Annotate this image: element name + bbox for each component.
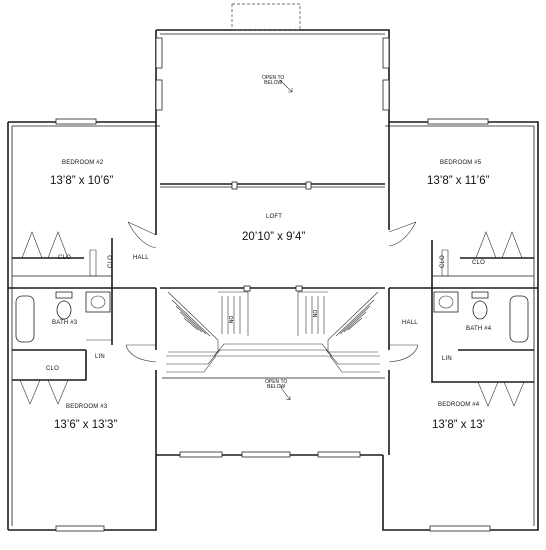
closet-bedroom-5-label: CLO <box>472 260 485 266</box>
bath-4-walls <box>388 288 534 407</box>
closet-bedroom-2-label: CLO <box>58 255 71 261</box>
linen-left-label: LIN <box>95 354 105 360</box>
open-to-below-bottom-line2: BELOW <box>267 384 286 390</box>
bedroom-5-walls <box>388 122 538 289</box>
bay-outline <box>231 3 301 31</box>
loft-rails <box>160 181 385 190</box>
bedroom-2-size: 13’8” x 10’6” <box>50 175 114 187</box>
bedroom-3-name: BEDROOM #3 <box>66 404 108 410</box>
stair-dn-right: DN <box>311 310 317 318</box>
bath-4-name: BATH #4 <box>466 326 492 332</box>
bedroom-5-size: 13’8” x 11’6” <box>427 175 490 187</box>
closet-bedroom-3-label: CLO <box>46 366 59 372</box>
bedroom-2-name: BEDROOM #2 <box>62 160 104 166</box>
stair-dn-left: DN <box>227 316 233 324</box>
windows <box>55 37 491 532</box>
bath-3-name: BATH #3 <box>52 320 78 326</box>
lower-bedroom-walls <box>155 288 390 455</box>
note-arrows <box>279 79 293 401</box>
closet-small-left-label: CLO <box>108 255 114 268</box>
loft-name: LOFT <box>266 214 283 220</box>
bedroom-5-name: BEDROOM #5 <box>440 160 482 166</box>
open-to-below-top-line2: BELOW <box>264 80 283 86</box>
loft-size: 20’10” x 9’4” <box>242 231 306 243</box>
bedroom-2-walls <box>8 122 157 289</box>
open-to-below-top: OPEN TO BELOW <box>262 76 284 86</box>
bedroom-4-size: 13’8” x 13’ <box>432 419 486 431</box>
hall-left-label: HALL <box>133 255 149 261</box>
hall-right-label: HALL <box>402 320 418 326</box>
open-to-below-bottom: OPEN TO BELOW <box>265 380 287 390</box>
bath-3-walls <box>12 288 157 405</box>
open-to-below-bottom-line1: OPEN TO <box>265 379 288 385</box>
open-to-below-top-line1: OPEN TO <box>262 75 285 81</box>
linen-right-label: LIN <box>442 356 452 362</box>
stairwell <box>160 285 385 379</box>
bedroom-3-size: 13’6” x 13’3” <box>54 419 118 431</box>
closet-small-right-label: CLO <box>440 255 446 268</box>
bedroom-4-name: BEDROOM #4 <box>438 402 480 408</box>
